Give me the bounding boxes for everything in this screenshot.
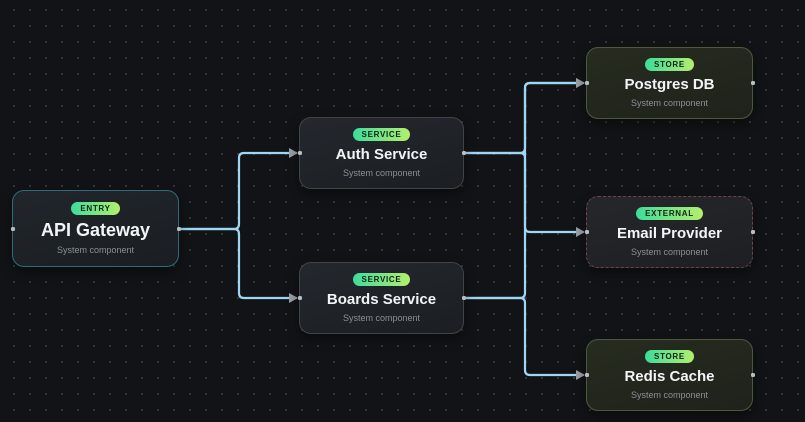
node-type-badge: SERVICE [352, 272, 411, 286]
node-redis-cache[interactable]: STORE Redis Cache System component [584, 339, 755, 411]
node-api-gateway[interactable]: ENTRY API Gateway System component [10, 190, 181, 267]
source-handle[interactable] [750, 230, 755, 234]
target-handle[interactable] [584, 373, 589, 377]
source-handle[interactable] [750, 81, 755, 85]
target-handle[interactable] [297, 296, 302, 300]
node-auth-service[interactable]: SERVICE Auth Service System component [297, 117, 466, 189]
node-title: Boards Service [326, 290, 437, 308]
arrowhead-api-gateway-to-boards-service [289, 293, 298, 303]
edge-boards-service-to-postgres-db[interactable] [462, 81, 585, 300]
node-type-badge: SERVICE [352, 127, 411, 141]
node-title: Redis Cache [624, 367, 715, 385]
source-handle[interactable] [461, 151, 466, 155]
node-boards-service[interactable]: SERVICE Boards Service System component [297, 262, 466, 334]
source-handle[interactable] [461, 296, 466, 300]
source-handle[interactable] [176, 226, 181, 231]
edge-boards-service-to-redis-cache[interactable] [462, 296, 585, 377]
node-subtitle: System component [56, 245, 135, 256]
node-type-badge: STORE [645, 57, 694, 71]
node-subtitle: System component [630, 98, 709, 109]
edge-api-gateway-to-auth-service[interactable] [177, 151, 298, 231]
node-type-badge: ENTRY [71, 201, 120, 215]
arrowhead-boards-service-to-redis-cache [576, 370, 585, 380]
arrowhead-api-gateway-to-auth-service [289, 148, 298, 158]
node-type-badge: STORE [645, 349, 694, 363]
target-handle[interactable] [584, 230, 589, 234]
node-subtitle: System component [342, 168, 421, 179]
source-handle[interactable] [750, 373, 755, 377]
arrowhead-auth-service-to-email-provider [576, 227, 585, 237]
node-subtitle: System component [342, 313, 421, 324]
node-subtitle: System component [630, 390, 709, 401]
edge-auth-service-to-email-provider[interactable] [462, 151, 585, 234]
node-email-provider[interactable]: EXTERNAL Email Provider System component [584, 196, 755, 268]
node-subtitle: System component [630, 247, 709, 258]
edge-api-gateway-to-boards-service[interactable] [177, 227, 298, 300]
arrowhead-boards-service-to-postgres-db [576, 78, 585, 88]
target-handle[interactable] [297, 151, 302, 155]
node-title: Postgres DB [624, 75, 715, 93]
node-title: API Gateway [40, 219, 151, 240]
node-title: Email Provider [616, 224, 723, 242]
node-title: Auth Service [335, 145, 428, 163]
node-postgres-db[interactable]: STORE Postgres DB System component [584, 47, 755, 119]
node-type-badge: EXTERNAL [636, 206, 703, 220]
target-handle[interactable] [584, 81, 589, 85]
target-handle[interactable] [10, 226, 15, 231]
edge-auth-service-to-postgres-db[interactable] [462, 81, 585, 155]
